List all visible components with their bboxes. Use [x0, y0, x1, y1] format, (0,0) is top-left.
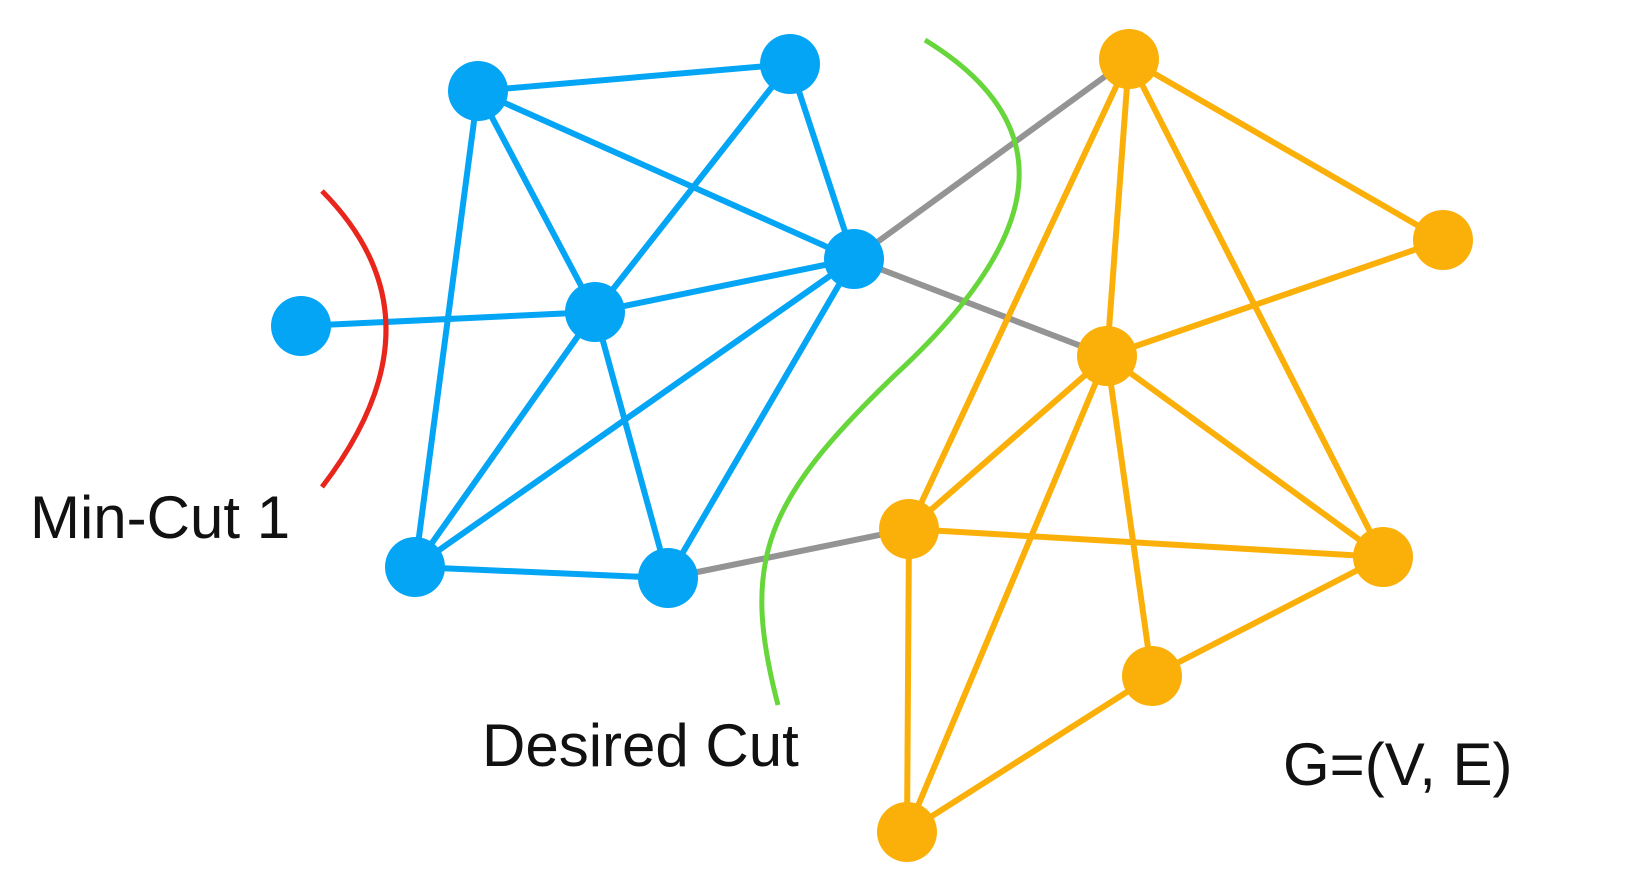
edge-a3-a4 — [592, 61, 793, 315]
edge-a2-a5 — [475, 88, 857, 262]
edge-a5-a6 — [412, 256, 857, 570]
edge-a5-a7 — [665, 256, 857, 581]
edge-b1-b4 — [906, 56, 1132, 532]
edge-a3-a5 — [787, 61, 857, 262]
node-b4 — [879, 499, 939, 559]
node-b6 — [1122, 646, 1182, 706]
edge-b5-b6 — [1149, 554, 1386, 679]
edge-b2-b3 — [1104, 237, 1446, 359]
node-b5 — [1353, 527, 1413, 587]
node-b1 — [1099, 29, 1159, 89]
edge-a2-a4 — [475, 88, 598, 315]
node-a4 — [565, 282, 625, 342]
node-a5 — [824, 229, 884, 289]
node-b3 — [1077, 326, 1137, 386]
edge-b1-b2 — [1126, 56, 1446, 243]
min-cut-curve — [320, 189, 389, 489]
edges — [298, 56, 1446, 835]
edge-b3-b4 — [906, 353, 1110, 532]
node-b7 — [877, 802, 937, 862]
desired-cut-curve — [759, 37, 1022, 706]
edge-a7-b4 — [665, 526, 912, 581]
edge-b4-b7 — [904, 526, 912, 835]
nodes — [271, 29, 1473, 862]
edge-a4-a5 — [592, 256, 857, 315]
edge-b3-b7 — [904, 353, 1110, 835]
edge-a2-a3 — [475, 61, 793, 94]
node-a6 — [385, 537, 445, 597]
node-a3 — [760, 34, 820, 94]
node-a2 — [448, 61, 508, 121]
min-cut-label: Min-Cut 1 — [30, 484, 291, 551]
node-a1 — [271, 296, 331, 356]
edge-b4-b5 — [906, 526, 1386, 560]
edge-b6-b7 — [904, 673, 1155, 835]
edge-a4-a7 — [592, 309, 671, 581]
desired-cut-label: Desired Cut — [482, 712, 799, 779]
node-b2 — [1413, 210, 1473, 270]
edge-b1-b5 — [1126, 56, 1386, 560]
node-a7 — [638, 548, 698, 608]
edge-a6-a7 — [412, 564, 671, 581]
edge-b1-b3 — [1104, 56, 1132, 359]
edge-b3-b5 — [1104, 353, 1386, 560]
edge-b3-b6 — [1104, 353, 1155, 679]
edge-a4-a6 — [412, 309, 598, 570]
edge-a5-b1 — [851, 56, 1132, 262]
graph-notation-label: G=(V, E) — [1283, 731, 1513, 798]
cut-curves — [320, 37, 1022, 706]
edge-a2-a6 — [412, 88, 481, 570]
edge-a5-b3 — [851, 256, 1110, 359]
